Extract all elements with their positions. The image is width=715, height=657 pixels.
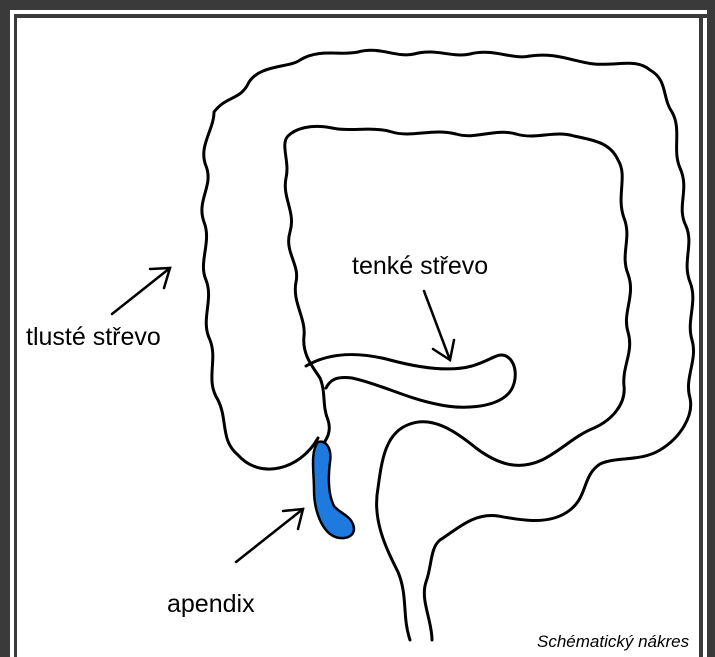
label-small-intestine: tenké střevo	[352, 252, 488, 281]
appendix-shape	[313, 442, 354, 538]
large-intestine-inner-outline	[285, 126, 631, 640]
label-appendix: apendix	[167, 590, 255, 619]
large-intestine-outline	[202, 50, 694, 640]
label-large-intestine: tlusté střevo	[26, 323, 161, 352]
arrow-appendix	[236, 509, 303, 562]
caption: Schématický nákres	[537, 632, 689, 652]
arrow-small-intestine	[424, 291, 454, 360]
arrow-large-intestine	[112, 268, 170, 314]
small-intestine-outline	[306, 355, 515, 408]
